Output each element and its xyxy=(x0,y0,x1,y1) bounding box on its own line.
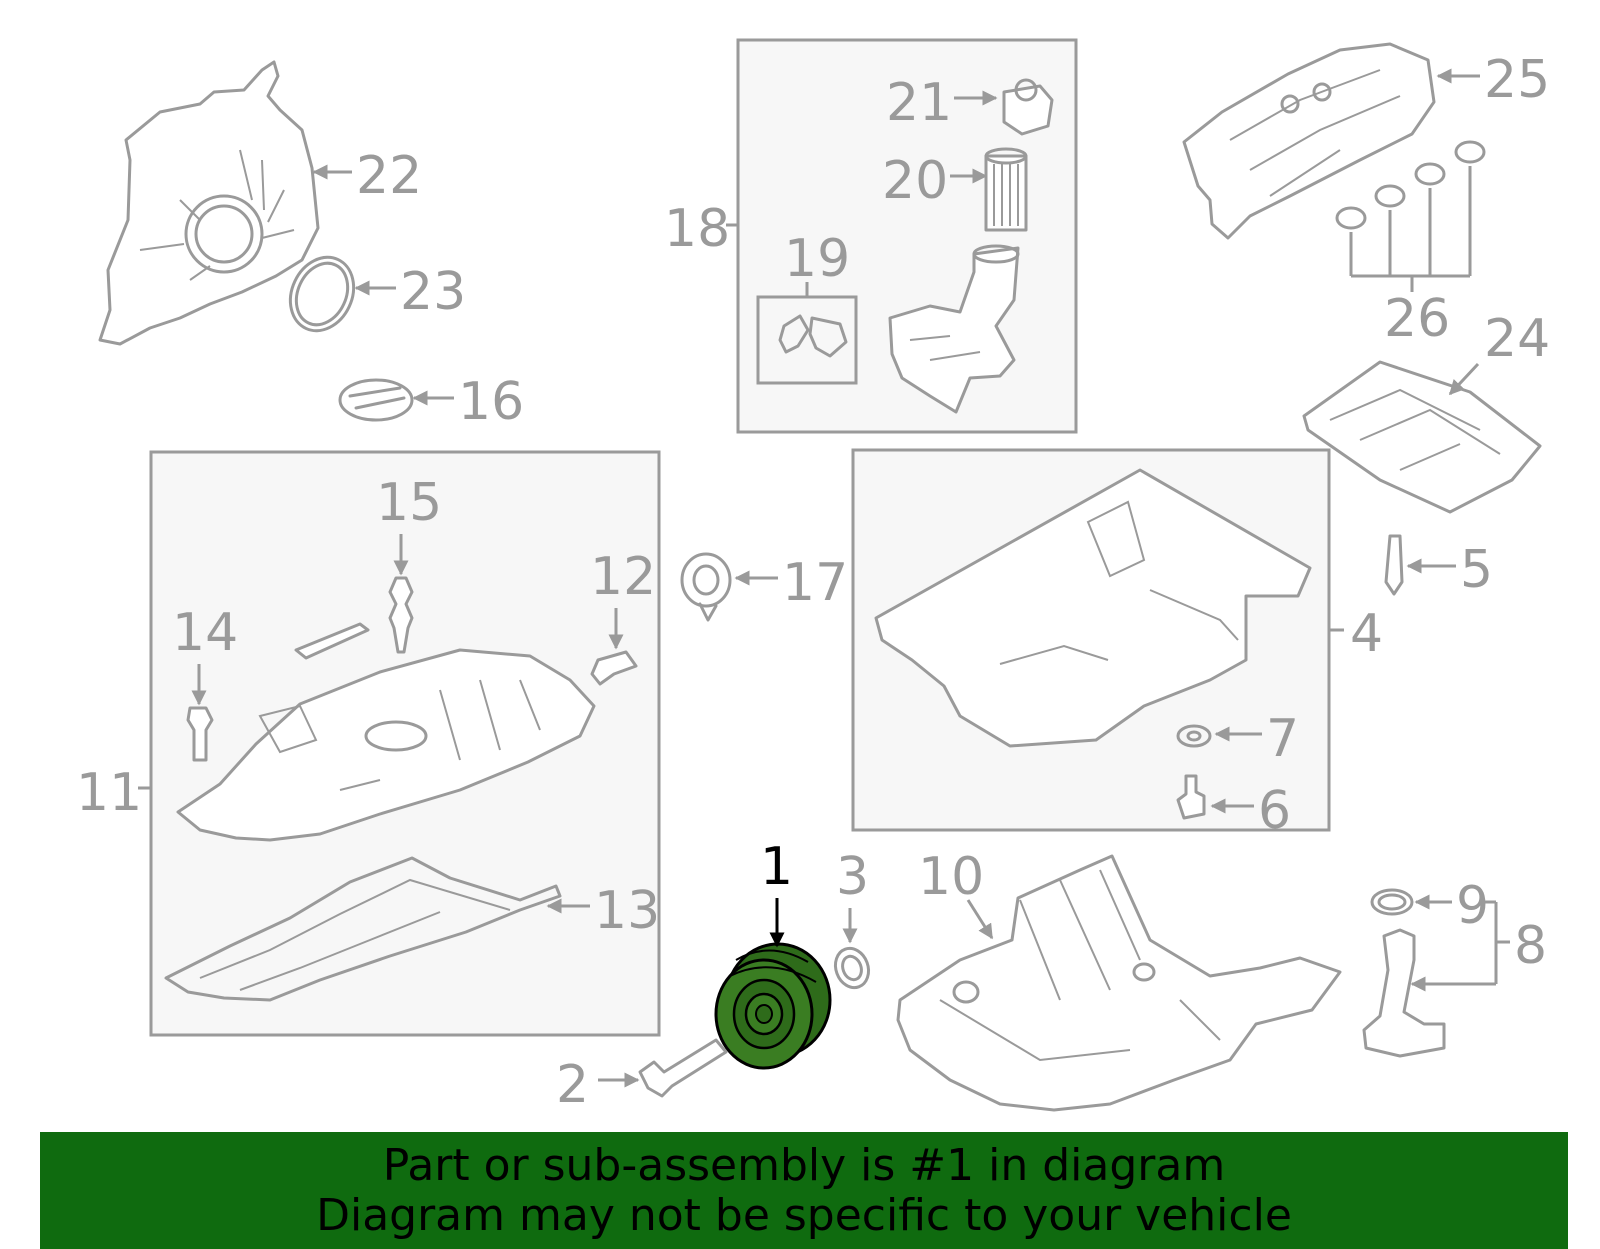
callout-24: 24 xyxy=(1484,309,1550,369)
windage-tray-part[interactable] xyxy=(1302,360,1542,514)
oil-filter-element-part[interactable] xyxy=(984,147,1028,232)
callout-22: 22 xyxy=(356,146,422,206)
drain-plug-washer-part[interactable] xyxy=(1176,724,1212,748)
oil-filter-housing-part[interactable] xyxy=(888,244,1020,414)
gasket-set-part[interactable] xyxy=(778,314,848,358)
callout-8: 8 xyxy=(1514,916,1547,976)
oil-level-sensor-part[interactable] xyxy=(1384,534,1404,596)
damper-bolt-part[interactable] xyxy=(638,1038,728,1098)
callout-6: 6 xyxy=(1258,781,1291,841)
leader-26 xyxy=(1349,166,1472,292)
callout-7: 7 xyxy=(1266,709,1299,769)
callout-10: 10 xyxy=(918,847,984,907)
callout-12: 12 xyxy=(590,547,656,607)
callout-19: 19 xyxy=(784,229,850,289)
callout-4: 4 xyxy=(1350,604,1383,664)
idler-part[interactable] xyxy=(680,552,732,622)
callout-26: 26 xyxy=(1384,289,1450,349)
callout-13: 13 xyxy=(594,881,660,941)
oil-level-sensor-tube-part[interactable] xyxy=(1362,928,1446,1058)
callout-23: 23 xyxy=(400,262,466,322)
cover-seal-part[interactable] xyxy=(294,622,370,660)
leader-8 xyxy=(1414,902,1510,986)
seal-ring-part[interactable] xyxy=(279,247,365,341)
callout-9: 9 xyxy=(1456,876,1489,936)
timing-cover-part[interactable] xyxy=(98,60,320,346)
callout-25: 25 xyxy=(1484,50,1550,110)
callout-18: 18 xyxy=(664,199,730,259)
callout-3: 3 xyxy=(836,847,869,907)
cover-bolt-part[interactable] xyxy=(186,706,214,762)
callout-2: 2 xyxy=(556,1055,589,1115)
callout-20: 20 xyxy=(882,151,948,211)
banner-line-2: Diagram may not be specific to your vehi… xyxy=(316,1189,1292,1241)
lower-oil-pan-part[interactable] xyxy=(896,854,1342,1112)
upper-oil-pan-part[interactable] xyxy=(874,468,1312,748)
callout-1: 1 xyxy=(760,837,793,897)
leader-24 xyxy=(1448,362,1480,396)
valve-cover-part[interactable] xyxy=(176,648,596,842)
oil-filler-cap-part[interactable] xyxy=(338,378,414,422)
damper-washer-part[interactable] xyxy=(830,944,874,993)
intake-o-rings-part[interactable] xyxy=(1335,140,1486,230)
cover-clip-part[interactable] xyxy=(590,650,638,686)
banner-line-1: Part or sub-assembly is #1 in diagram xyxy=(382,1139,1226,1191)
callout-16: 16 xyxy=(458,372,524,432)
leader-10 xyxy=(966,899,994,940)
valve-cover-gasket-part[interactable] xyxy=(164,856,562,1002)
info-banner: Part or sub-assembly is #1 in diagram Di… xyxy=(40,1132,1568,1249)
callout-15: 15 xyxy=(376,473,442,533)
cover-stud-part[interactable] xyxy=(388,576,414,654)
callout-21: 21 xyxy=(886,73,952,133)
callout-5: 5 xyxy=(1460,540,1493,600)
highlighted-vibration-damper-part[interactable] xyxy=(714,942,832,1070)
drain-plug-part[interactable] xyxy=(1176,774,1206,820)
callout-17: 17 xyxy=(782,553,848,613)
dipstick-tube-o-ring-part[interactable] xyxy=(1370,888,1414,916)
callout-11: 11 xyxy=(76,763,142,823)
group-box-19 xyxy=(756,295,858,385)
oil-filter-cap-part[interactable] xyxy=(1002,78,1054,136)
intake-manifold-part[interactable] xyxy=(1182,42,1436,240)
callout-14: 14 xyxy=(172,603,238,663)
